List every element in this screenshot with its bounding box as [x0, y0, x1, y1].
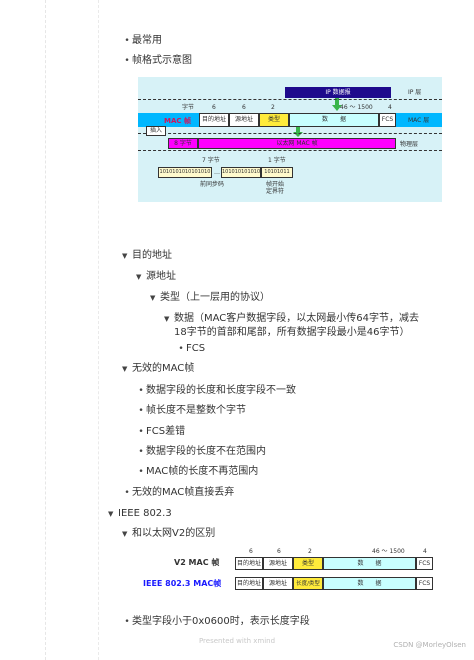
bullet-icon: •	[124, 617, 130, 627]
outline-guide-line	[45, 0, 46, 660]
dest-field: 目的地址	[199, 113, 229, 127]
preamble-label: 前同步码	[200, 181, 225, 188]
outline-item[interactable]: ▼ IEEE 802.3	[108, 508, 172, 519]
sfd-label: 帧开始 定界符	[266, 181, 285, 195]
arrow-down-icon	[335, 98, 339, 106]
presented-footer: Presented with xmind	[198, 637, 276, 645]
outline-item[interactable]: • 帧格式示意图	[122, 54, 192, 68]
outline-item[interactable]: ▼ 源地址	[136, 271, 176, 282]
outline-item[interactable]: ▼ 数据（MAC客户数据字段，以太网最小传64字节，减去18字节的首部和尾部，所…	[164, 313, 419, 338]
arrow-down-icon	[293, 132, 303, 137]
ethernet-frame-bar: 以太网 MAC 帧	[198, 138, 396, 149]
v2-vs-ieee-diagram: 6 6 2 46 ～ 1500 4 V2 MAC 帧 目的地址 源地址 类型 数…	[143, 544, 440, 594]
ieee-frame-label: IEEE 802.3 MAC帧	[143, 579, 222, 588]
bullet-icon: •	[138, 427, 144, 437]
collapse-triangle-icon[interactable]: ▼	[122, 365, 128, 373]
type-field: 类型	[259, 113, 289, 127]
bullet-icon: •	[138, 386, 144, 396]
outline-item[interactable]: • 最常用	[122, 34, 162, 48]
outline-item[interactable]: • MAC帧的长度不再范围内	[136, 465, 258, 479]
bullet-icon: •	[138, 406, 144, 416]
insert-label: 插入	[146, 126, 167, 136]
mac-layer-label: MAC 层	[408, 117, 430, 124]
outline-item[interactable]: • 无效的MAC帧直接丢弃	[122, 486, 234, 500]
sfd-bits: 10101011	[261, 167, 293, 178]
collapse-triangle-icon[interactable]: ▼	[164, 315, 170, 323]
outline-item[interactable]: ▼ 无效的MAC帧	[122, 363, 195, 374]
fcs-field: FCS	[379, 113, 396, 127]
preamble-bar: 8 字节	[168, 138, 198, 149]
ip-layer-label: IP 层	[408, 89, 422, 96]
bullet-icon: •	[124, 488, 130, 498]
bullet-icon: •	[124, 36, 130, 46]
bullet-icon: •	[178, 344, 184, 354]
watermark: CSDN @MorleyOlsen	[393, 641, 466, 649]
bullet-icon: •	[138, 447, 144, 457]
mac-frame-diagram: IP 数据报 IP 层 字节 6 6 2 46 ～ 1500 4 MAC 帧 M…	[138, 77, 442, 202]
outline-item[interactable]: ▼ 类型（上一层用的协议）	[150, 292, 270, 303]
collapse-triangle-icon[interactable]: ▼	[122, 530, 128, 538]
bullet-icon: •	[138, 467, 144, 477]
outline-item[interactable]: • 数据字段的长度和长度字段不一致	[136, 384, 296, 398]
v2-frame-label: V2 MAC 帧	[174, 558, 220, 567]
outline-item[interactable]: ▼ 目的地址	[122, 250, 172, 261]
outline-item[interactable]: • 数据字段的长度不在范围内	[136, 445, 266, 459]
phys-layer-label: 物理层	[400, 141, 419, 148]
collapse-triangle-icon[interactable]: ▼	[150, 294, 156, 302]
collapse-triangle-icon[interactable]: ▼	[136, 273, 142, 281]
outline-item[interactable]: • 帧长度不是整数个字节	[136, 404, 246, 418]
collapse-triangle-icon[interactable]: ▼	[122, 252, 128, 260]
outline-item[interactable]: • 类型字段小于0x0600时，表示长度字段	[122, 615, 309, 629]
ip-datagram-bar: IP 数据报	[285, 87, 391, 98]
outline-item[interactable]: • FCS	[176, 342, 205, 356]
collapse-triangle-icon[interactable]: ▼	[108, 510, 114, 518]
data-field: 数 据	[289, 113, 379, 127]
src-field: 源地址	[229, 113, 259, 127]
outline-item[interactable]: • FCS差错	[136, 425, 185, 439]
bullet-icon: •	[124, 56, 130, 66]
outline-item[interactable]: ▼ 和以太网V2的区别	[122, 528, 216, 539]
outline-guide-line-2	[98, 0, 99, 660]
preamble-bits: 1010101010101010	[158, 167, 212, 178]
